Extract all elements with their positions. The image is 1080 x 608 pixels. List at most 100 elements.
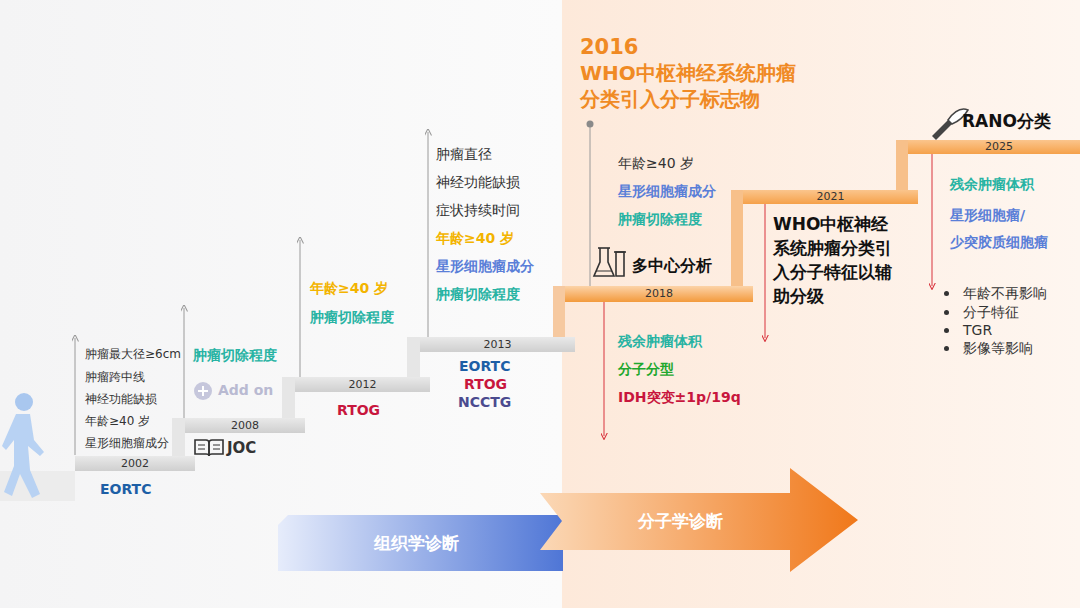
year-label: 2018 <box>565 286 753 302</box>
year-label: 2021 <box>743 190 918 204</box>
text-label: 星形细胞瘤成分 <box>436 258 534 276</box>
year-label: 2008 <box>185 418 305 433</box>
book-icon <box>198 445 220 449</box>
year-label: 2025 <box>908 140 1080 154</box>
bullet-dot <box>944 310 949 315</box>
text-label: 肿瘤切除程度 <box>310 309 394 327</box>
year-step: 2018 <box>565 286 753 302</box>
walking-person <box>2 414 44 498</box>
text-label: 2016 <box>580 34 638 60</box>
text-label: 星形细胞瘤成分 <box>85 436 169 451</box>
arrow-shape <box>540 468 858 572</box>
year-label: 2012 <box>295 377 430 392</box>
text-label: 年龄≥40 岁 <box>85 414 150 429</box>
step-shape <box>185 418 305 433</box>
plus-icon <box>198 386 208 396</box>
text-label: 分子分型 <box>618 361 674 379</box>
bullet-text: 影像等影响 <box>963 340 1033 358</box>
arrow-shape <box>278 515 563 571</box>
background-panel <box>0 0 562 608</box>
text-label: IDH突变±1p/19q <box>618 389 741 407</box>
text-label: 年龄≥40 岁 <box>618 155 694 173</box>
year-step: 2013 <box>420 337 575 352</box>
text-label: 神经功能缺损 <box>436 174 520 192</box>
leader-line <box>765 204 766 338</box>
leader-line <box>428 132 429 337</box>
bullet-dot <box>944 346 949 351</box>
flask-icon <box>598 247 610 249</box>
leader-line <box>300 240 301 377</box>
text-label: 肿瘤切除程度 <box>436 286 520 304</box>
flask-icon <box>616 252 624 276</box>
phase-arrow: 分子学诊断 <box>540 468 858 572</box>
walking-person <box>15 393 33 411</box>
phase-arrow: 组织学诊断 <box>278 515 563 571</box>
text-label: WHO中枢神经系统肿瘤 分类引入分子标志物 <box>580 60 796 112</box>
flask-icon <box>594 248 614 276</box>
leader-line <box>590 126 591 286</box>
text-label: NCCTG <box>458 394 511 412</box>
bullet-text: 年龄不再影响 <box>963 285 1047 303</box>
leader-line <box>932 154 933 286</box>
text-label: 肿瘤跨中线 <box>85 370 145 385</box>
text-label: EORTC <box>459 358 510 376</box>
phase-label: 组织学诊断 <box>374 533 459 553</box>
text-label: EORTC <box>100 481 151 499</box>
step-shape <box>908 140 1080 154</box>
text-label: 残余肿瘤体积 <box>618 333 702 351</box>
leader-line <box>604 302 605 436</box>
stair-riser <box>731 190 743 302</box>
text-label: 肿瘤直径 <box>436 146 492 164</box>
year-step: 2012 <box>295 377 430 392</box>
step-shape <box>295 377 430 392</box>
walking-person <box>2 393 44 498</box>
text-label: 多中心分析 <box>632 256 712 276</box>
year-label: 2013 <box>420 337 575 352</box>
text-label: 症状持续时间 <box>436 202 520 220</box>
text-label: 星形细胞瘤/ 少突胶质细胞瘤 <box>950 202 1048 256</box>
bullet-dot <box>944 328 949 333</box>
text-label: Add on <box>218 382 273 400</box>
plus-icon <box>194 382 212 400</box>
text-label: 肿瘤切除程度 <box>193 347 277 365</box>
text-label: RTOG <box>464 376 507 394</box>
plus-icon <box>194 382 212 400</box>
phase-label: 分子学诊断 <box>638 511 723 531</box>
text-label: JOC <box>227 439 256 458</box>
text-label: 神经功能缺损 <box>85 392 157 407</box>
step-shape <box>565 286 753 302</box>
text-label: 肿瘤切除程度 <box>618 211 702 229</box>
bullet-text: TGR <box>963 322 992 340</box>
text-label: 星形细胞瘤成分 <box>618 183 716 201</box>
text-label: 肿瘤最大径≥6cm <box>85 347 181 362</box>
book-icon <box>195 440 209 456</box>
step-shape <box>420 337 575 352</box>
year-step: 2002 <box>75 456 195 471</box>
text-label: 年龄≥40 岁 <box>436 230 514 248</box>
year-step: 2021 <box>743 190 918 204</box>
leader-line <box>75 126 590 455</box>
scalpel-icon <box>932 120 952 140</box>
flask-icon <box>594 248 626 276</box>
step-shape <box>75 456 195 471</box>
text-label: 年龄≥40 岁 <box>310 280 388 298</box>
leader-line <box>75 338 76 455</box>
flask-icon <box>614 251 626 253</box>
year-label: 2002 <box>75 456 195 471</box>
book-icon <box>209 440 223 456</box>
flask-icon <box>596 271 612 272</box>
leader-line <box>184 308 185 418</box>
bullet-text: 分子特征 <box>963 304 1019 322</box>
bullet-dot <box>944 291 949 296</box>
text-label: RANO分类 <box>962 111 1051 132</box>
step-shape <box>743 190 918 204</box>
year-step: 2025 <box>908 140 1080 154</box>
year-step: 2008 <box>185 418 305 433</box>
marker-dot <box>587 121 594 128</box>
text-label: 残余肿瘤体积 <box>950 176 1034 194</box>
text-label: WHO中枢神经 系统肿瘤分类引 入分子特征以辅 助分级 <box>773 212 892 308</box>
book-icon <box>195 440 223 456</box>
text-label: RTOG <box>337 402 380 420</box>
